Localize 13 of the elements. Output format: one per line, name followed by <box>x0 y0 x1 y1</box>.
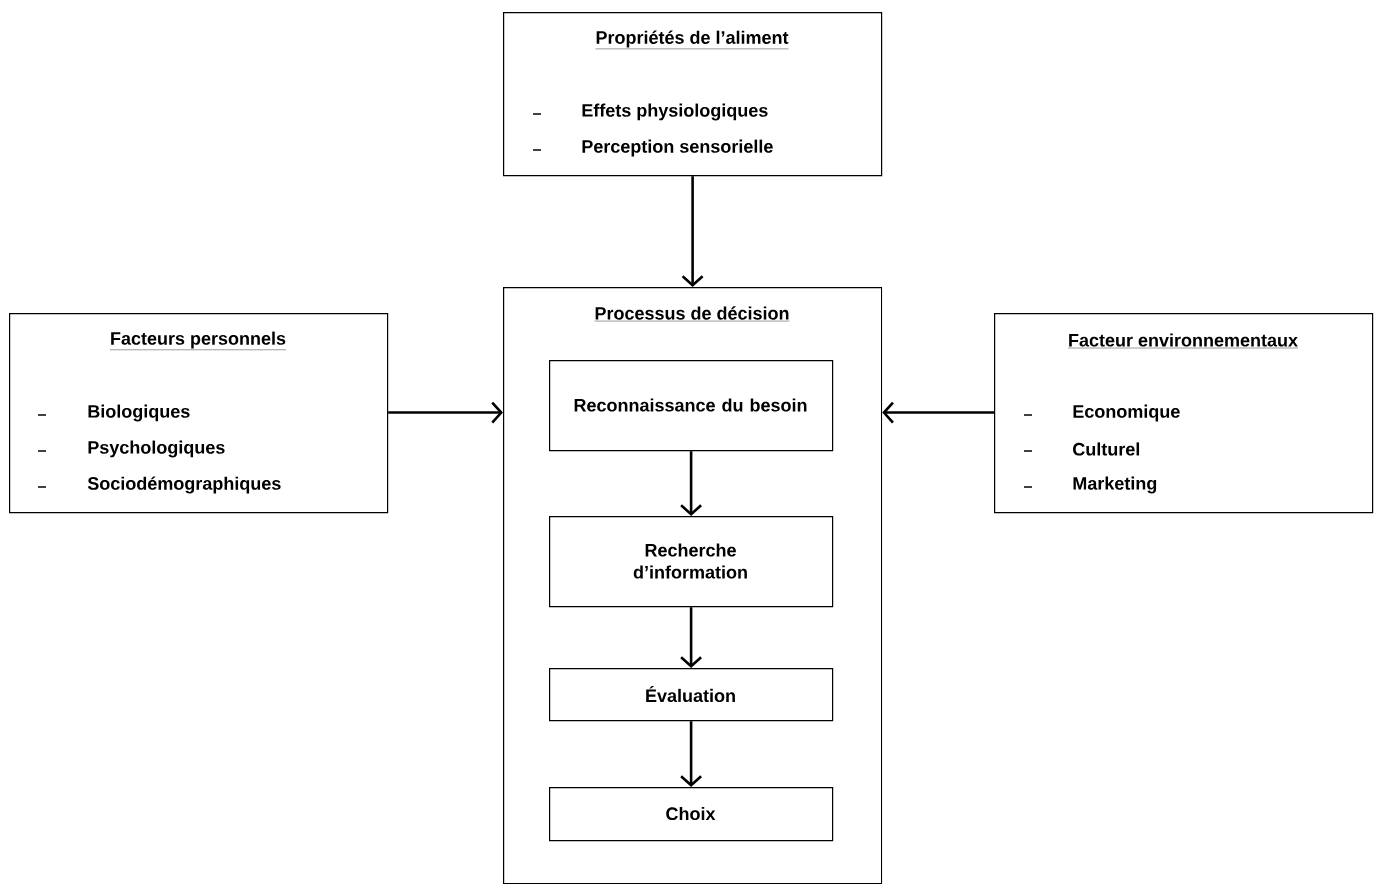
step-box: Choix <box>549 787 834 842</box>
factor-box: Propriétés de l’aliment Effets physiologiques Perception sensorielle <box>503 12 883 177</box>
arrow <box>680 721 702 787</box>
factor-box: Facteur environnementaux Economique Culturel Marketing <box>994 313 1374 514</box>
step-box: Évaluation <box>549 668 834 722</box>
factor-box: Facteurs personnels Biologiques Psychologiques Sociodémographiques <box>9 313 389 514</box>
step-box: Recherche d’information <box>549 516 834 608</box>
arrow <box>680 607 702 668</box>
arrow <box>388 401 503 424</box>
arrow <box>882 401 994 424</box>
step-box: Reconnaissance du besoin <box>549 360 834 452</box>
arrow <box>681 176 704 287</box>
arrow <box>680 451 702 516</box>
